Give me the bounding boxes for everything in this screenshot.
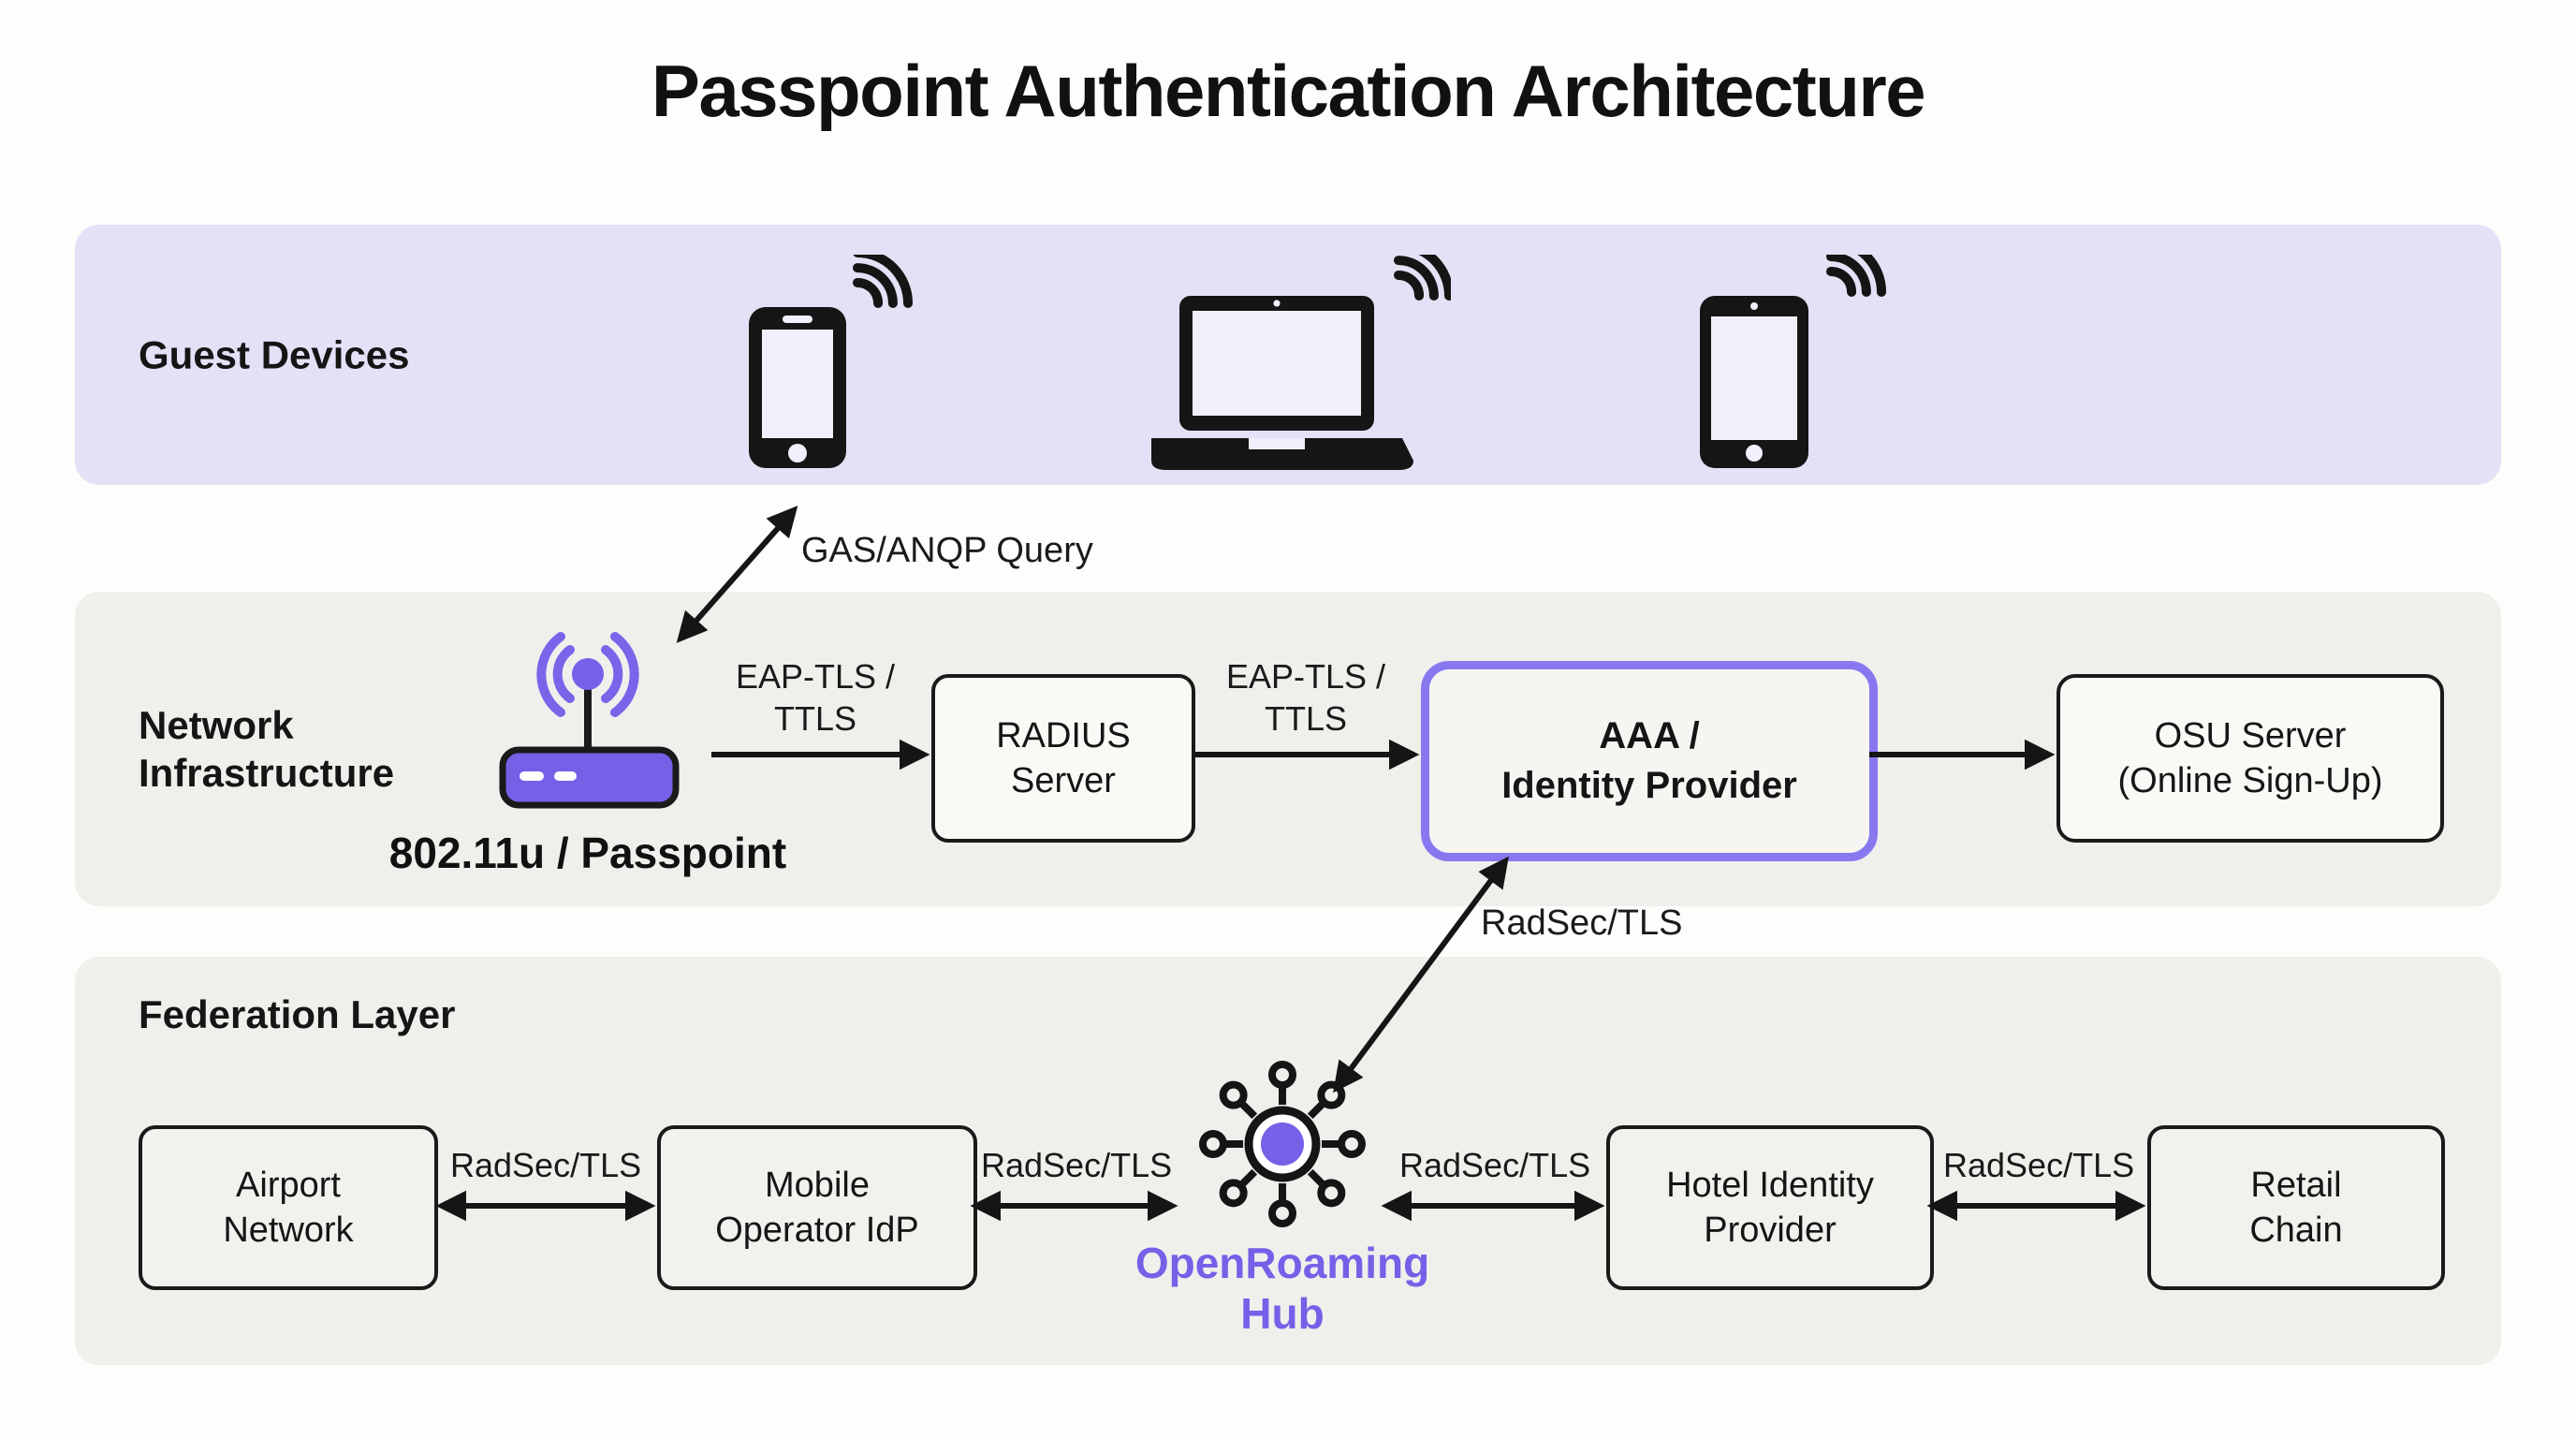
tablet-camera-dot [1750, 302, 1758, 310]
federation-layer-band-label: Federation Layer [139, 992, 456, 1036]
hotel-identity-provider-box: Hotel Identity Provider [1606, 1125, 1934, 1290]
ap-status-dash [520, 771, 544, 781]
page-title: Passpoint Authentication Architecture [651, 50, 1926, 132]
radius-server-box: RADIUS Server [931, 674, 1195, 843]
ap-router-body [499, 746, 680, 809]
access-point-icon [499, 632, 680, 809]
laptop-base-notch [1249, 438, 1305, 449]
radsec-tls-label-mobile-hub: RadSec/TLS [981, 1146, 1173, 1184]
radsec-tls-label-hub-hotel: RadSec/TLS [1399, 1146, 1591, 1184]
phone-home-button [788, 444, 807, 462]
laptop-icon [1151, 255, 1451, 470]
wifi-waves-icon [1394, 255, 1451, 301]
radsec-tls-label-airport-mobile: RadSec/TLS [450, 1146, 642, 1184]
mobile-operator-idp-box: Mobile Operator IdP [657, 1125, 977, 1290]
airport-network-label: Airport Network [223, 1166, 354, 1250]
radsec-tls-label-diagonal: RadSec/TLS [1481, 903, 1683, 943]
retail-chain-label: Retail Chain [2249, 1166, 2343, 1250]
radius-server-label: RADIUS Server [996, 716, 1131, 800]
laptop-screen [1193, 311, 1361, 416]
access-point-caption: 802.11u / Passpoint [388, 829, 787, 877]
wifi-waves-icon [853, 255, 914, 308]
hotel-identity-provider-label: Hotel Identity Provider [1666, 1166, 1874, 1250]
phone-screen [762, 330, 833, 438]
laptop-base [1151, 438, 1413, 470]
tablet-icon [1700, 255, 1887, 468]
radsec-tls-label-hotel-retail: RadSec/TLS [1943, 1146, 2135, 1184]
gas-anqp-label: GAS/ANQP Query [801, 531, 1093, 570]
airport-network-box: Airport Network [139, 1125, 438, 1290]
openroaming-hub-icon [1199, 1061, 1366, 1227]
ap-signal-arcs [536, 632, 639, 717]
federation-layer-band: Federation Layer [75, 957, 2501, 1365]
openroaming-hub-caption: OpenRoaming Hub [1134, 1239, 1430, 1338]
tablet-screen [1711, 316, 1797, 440]
mobile-operator-idp-label: Mobile Operator IdP [715, 1166, 919, 1250]
retail-chain-box: Retail Chain [2147, 1125, 2445, 1290]
laptop-camera-dot [1273, 300, 1281, 307]
osu-server-box: OSU Server (Online Sign-Up) [2056, 674, 2444, 843]
tablet-home-button [1746, 445, 1763, 462]
aaa-identity-provider-label: AAA / Identity Provider [1501, 715, 1797, 806]
hub-core [1261, 1123, 1304, 1166]
wifi-waves-icon [1826, 255, 1887, 297]
eap-ttls-label-1: EAP-TLS / TTLS [735, 657, 896, 738]
hub-spokes [1199, 1061, 1366, 1227]
osu-server-label: OSU Server (Online Sign-Up) [2117, 716, 2383, 800]
network-infrastructure-band-label: Network Infrastructure [139, 703, 395, 795]
eap-ttls-label-2: EAP-TLS / TTLS [1225, 657, 1386, 738]
ap-status-dash [554, 771, 577, 781]
phone-speaker [783, 315, 812, 323]
ap-antenna-dot [572, 658, 604, 690]
aaa-identity-provider-box: AAA / Identity Provider [1421, 661, 1878, 861]
smartphone-icon [749, 255, 914, 468]
guest-devices-band-label: Guest Devices [139, 332, 410, 377]
